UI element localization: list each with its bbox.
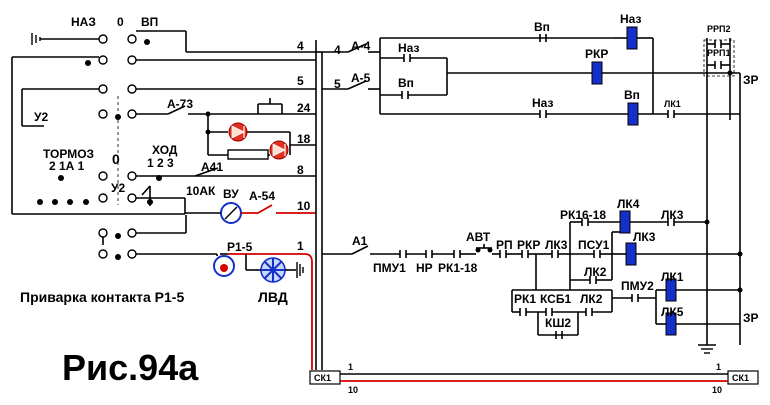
psu1-label: ПСУ1	[578, 238, 610, 252]
p15-coil	[213, 253, 235, 277]
lk1-upper-label: ЛК1	[664, 99, 681, 109]
bus-wire-10-right: 10	[712, 385, 722, 395]
red-indicator-lamp-2	[269, 140, 289, 160]
wire-4-label: 4	[297, 39, 304, 53]
lk5-coil-label: ЛК5	[661, 305, 684, 319]
bus-wire-1-left: 1	[348, 362, 353, 372]
vp-coil-label: Вп	[624, 88, 640, 102]
ksb1-label: КСБ1	[540, 292, 571, 306]
vu-meter	[220, 202, 242, 224]
red-indicator-lamp-1	[228, 122, 248, 142]
wire-8-label: 8	[297, 163, 304, 177]
avt-label: АВТ	[466, 230, 491, 244]
y2-label-bottom: У2	[111, 181, 125, 195]
lvd-symbol	[245, 254, 304, 283]
vp-top-label: Вп	[534, 20, 550, 34]
a54-label: А-54	[249, 189, 275, 203]
a4-label: А-4	[351, 39, 371, 53]
caption: Приварка контакта Р1-5	[20, 289, 184, 305]
brake-label: ТОРМОЗ	[43, 147, 94, 161]
lower-right-circuit	[322, 210, 743, 339]
a41-label: А41	[201, 160, 223, 174]
rkr-lower-label: РКР	[517, 238, 540, 252]
np-label: НР	[416, 261, 433, 275]
rp-label: РП	[496, 238, 513, 252]
brake-positions: 2 1А 1	[49, 159, 85, 173]
zr-lower-label: ЗР	[743, 311, 759, 325]
controller-zero-label: 0	[117, 15, 124, 29]
wire-5-label: 5	[297, 74, 304, 88]
controller-vp-label: ВП	[141, 15, 158, 29]
connector-right: СК1	[732, 373, 749, 383]
lk2-lower-label: ЛК2	[580, 292, 603, 306]
bus-wire-1-right: 1	[716, 362, 721, 372]
upper-right-circuit	[322, 26, 741, 354]
wire-18-label: 18	[297, 132, 311, 146]
wire-1-red	[228, 253, 313, 370]
pmu1-label: ПМУ1	[373, 261, 406, 275]
lk4-coil-label: ЛК4	[617, 197, 640, 211]
connector-left: СК1	[314, 373, 331, 383]
a1-label: А1	[352, 234, 368, 248]
figure-title: Рис.94а	[62, 347, 199, 388]
bottom-bus	[309, 370, 759, 385]
10ak-label: 10АК	[186, 184, 216, 198]
rk1618-label: РК16-18	[560, 208, 606, 222]
rk118-label: РК1-18	[438, 261, 478, 275]
lk3-upper-contact-label: ЛК3	[661, 208, 684, 222]
a73-label: А-73	[167, 97, 193, 111]
upper-wire-5: 5	[334, 77, 341, 91]
run-positions: 1 2 3	[147, 156, 174, 170]
y2-label-top: У2	[34, 110, 48, 124]
p15-label: Р1-5	[227, 240, 253, 254]
ground-top-left	[31, 33, 103, 45]
bus-wire-10-left: 10	[348, 385, 358, 395]
pmu2-label: ПМУ2	[621, 279, 654, 293]
lk3-contact-label: ЛК3	[545, 238, 568, 252]
naz-coil-label: Наз	[620, 12, 641, 26]
vu-label: ВУ	[223, 187, 239, 201]
lk1-coil-label: ЛК1	[661, 270, 684, 284]
run-label: ХОД	[152, 143, 178, 157]
a5-label: А-5	[351, 71, 371, 85]
vp-contact-label: Вп	[398, 76, 414, 90]
zr-upper-label: ЗР	[743, 73, 759, 87]
rrp1-label: РРП1	[707, 48, 730, 58]
controller-naz-label: НАЗ	[71, 15, 96, 29]
naz-bottom-label: Наз	[532, 96, 553, 110]
controller-contacts	[11, 30, 316, 214]
ksh2-label: КШ2	[545, 316, 571, 330]
a54-contact-red-wire	[241, 204, 316, 214]
lk3-coil-label: ЛК3	[633, 230, 656, 244]
lk2-upper-label: ЛК2	[584, 265, 607, 279]
rk1-label: РК1	[514, 292, 536, 306]
wire-1-label: 1	[297, 239, 304, 253]
rrp2-label: РРП2	[707, 24, 730, 34]
naz-contact-label: Наз	[398, 41, 419, 55]
rkr-coil-label: РКР	[585, 47, 608, 61]
wire-24-label: 24	[297, 101, 311, 115]
controller-brake-run-contacts	[12, 167, 316, 260]
upper-wire-4: 4	[334, 43, 341, 57]
lvd-label: ЛВД	[258, 289, 288, 305]
controller-zero-center: 0	[112, 151, 120, 167]
wire-10-label: 10	[297, 199, 311, 213]
